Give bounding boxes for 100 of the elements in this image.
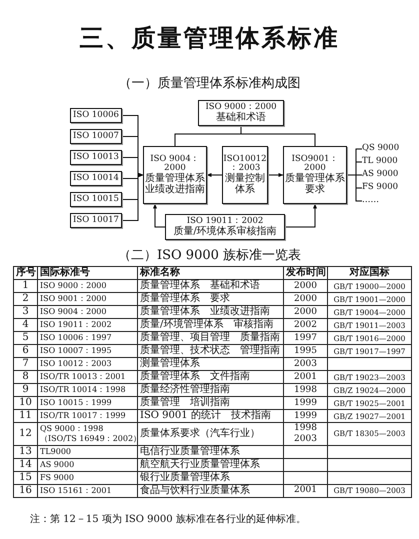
standard-box [198, 100, 284, 126]
standard-box [283, 146, 347, 204]
table-text: ISO 9001 的统计 技术指南 [140, 410, 272, 422]
table-text: 7 [21, 358, 30, 370]
connector-line [284, 204, 317, 228]
standard-title: 质量管理体系业绩改进指南 [144, 173, 206, 196]
standard-number: ISO 9004：2000 [150, 154, 200, 173]
standard-box [70, 192, 122, 207]
table-text: 1999 [293, 398, 318, 408]
table-text: 质量管理体系 业绩改进指南 [140, 306, 271, 318]
footnote: 注：第 12－15 项为 ISO 9000 族标准在各行业的延伸标准。 [30, 512, 306, 526]
section-heading: （一）质量管理体系标准构成图 [118, 75, 302, 92]
table-text: ISO 9000：2000 [40, 281, 108, 291]
standard-number: ISO 10013 [73, 152, 119, 162]
table-text: ISO 10006：1997 [40, 333, 113, 343]
table-text: 1995 [293, 346, 318, 356]
connector-line [268, 173, 284, 177]
table-text: 11 [18, 410, 33, 422]
table-text: ISO/TR 10014：1998 [40, 385, 127, 395]
table-text: AS 9000 [40, 460, 76, 470]
table-text: 4 [21, 319, 30, 331]
table-text: （ISO/TS 16949：2002） [40, 434, 135, 444]
table-text: 13 [18, 446, 33, 458]
standard-number: ISO 10007 [73, 132, 119, 142]
table-text: 质量管理体系 要求 [140, 293, 231, 305]
table-text: QS 9000：1998 [40, 424, 104, 434]
table-text: 2002 [293, 320, 318, 330]
table-text: 3 [21, 306, 30, 318]
table-text: 质量管理体系 基础和术语 [140, 280, 261, 292]
table-text: 8 [21, 371, 30, 383]
connector-line [206, 173, 222, 177]
table-text: ISO 19011：2002 [40, 320, 113, 330]
page-title: 三、质量管理体系标准 [78, 22, 340, 54]
standard-title: 基础和术语 [216, 112, 266, 124]
table-text: 16 [18, 484, 33, 497]
table-text: 2001 [293, 485, 318, 496]
table-text: 1 [21, 280, 30, 292]
standard-box [222, 146, 268, 204]
column-header: 发布时间 [286, 267, 325, 279]
standard-box [70, 129, 122, 144]
table-text: 1998 [293, 423, 318, 434]
table-text: FS 9000 [40, 472, 75, 482]
table-text: 银行业质量管理体系 [140, 472, 231, 484]
table-text: ISO/TR 10017：1999 [40, 411, 127, 421]
standard-title: 质量管理体系要求 [284, 173, 346, 196]
table-text: 1999 [293, 410, 318, 422]
section-heading: （二）ISO 9000 族标准一览表 [116, 247, 302, 264]
connector-line [122, 173, 144, 221]
standard-number: ISO 19011：2002 [186, 216, 264, 226]
standard-name: QS 9000 [362, 143, 406, 155]
table-text: 14 [18, 458, 33, 471]
table-text: ISO 10012：2003 [40, 359, 113, 369]
table-text: 质量管理 培训指南 [140, 397, 231, 409]
table-text: 食品与饮料行业质量体系 [140, 484, 251, 497]
table-text: 质量管理、技术状态 管理指南 [140, 345, 281, 357]
standard-title: 质量/环境体系审核指南 [173, 226, 277, 238]
table-text: TL9000 [40, 446, 72, 456]
table-text: 12 [18, 428, 33, 440]
table-text: 10 [18, 397, 33, 409]
table-text: 6 [21, 345, 30, 357]
connector-line [240, 126, 316, 146]
connector-line [346, 174, 362, 202]
table-text: ISO/TR 10013：2001 [40, 372, 127, 382]
standard-box [165, 214, 285, 240]
table-text: 1997 [293, 332, 318, 344]
table-text: 测量管理体系 [140, 358, 201, 370]
table-text: ISO 9004：2000 [40, 307, 108, 317]
standard-number: ISO10012：2003 [223, 154, 267, 173]
standard-number: ISO9001：2000 [292, 154, 338, 173]
standard-name: …… [362, 195, 406, 207]
table-text: 15 [18, 472, 33, 484]
column-header: 国际标准号 [40, 267, 91, 279]
table-text: 航空航天行业质量管理体系 [140, 458, 261, 471]
table-text: 电信行业质量管理体系 [140, 446, 241, 458]
table-text: 质量经济性管理指南 [140, 384, 231, 396]
standard-name: AS 9000 [362, 169, 406, 181]
table-text: 2000 [293, 294, 318, 304]
standard-number: ISO 10017 [73, 216, 119, 226]
standard-box [143, 146, 207, 204]
table-text: ISO 9001：2000 [40, 294, 108, 304]
table-text: ISO 15161：2001 [40, 486, 113, 496]
standard-number: ISO 9000：2000 [205, 102, 277, 112]
table-text: 质量管理体系 文件指南 [140, 371, 251, 383]
table-text: 2003 [293, 358, 318, 370]
standard-box [70, 213, 122, 228]
table-text: 5 [21, 332, 30, 344]
table-text: 9 [21, 384, 30, 396]
column-header: 标准名称 [140, 267, 181, 279]
standard-number: ISO 10006 [73, 110, 119, 120]
standard-box [70, 171, 122, 186]
standard-title: 测量控制体系 [224, 173, 266, 196]
standard-box [70, 108, 122, 123]
table-text: 2003 [293, 434, 318, 445]
table-text: ISO 10007：1995 [40, 346, 113, 356]
standard-number: ISO 10014 [73, 174, 119, 184]
standard-name: TL 9000 [362, 156, 406, 168]
table-text: 2000 [293, 306, 318, 318]
column-header: 对应国标 [348, 267, 390, 279]
table-text: 2 [21, 293, 30, 305]
table-text: 1998 [293, 384, 318, 396]
